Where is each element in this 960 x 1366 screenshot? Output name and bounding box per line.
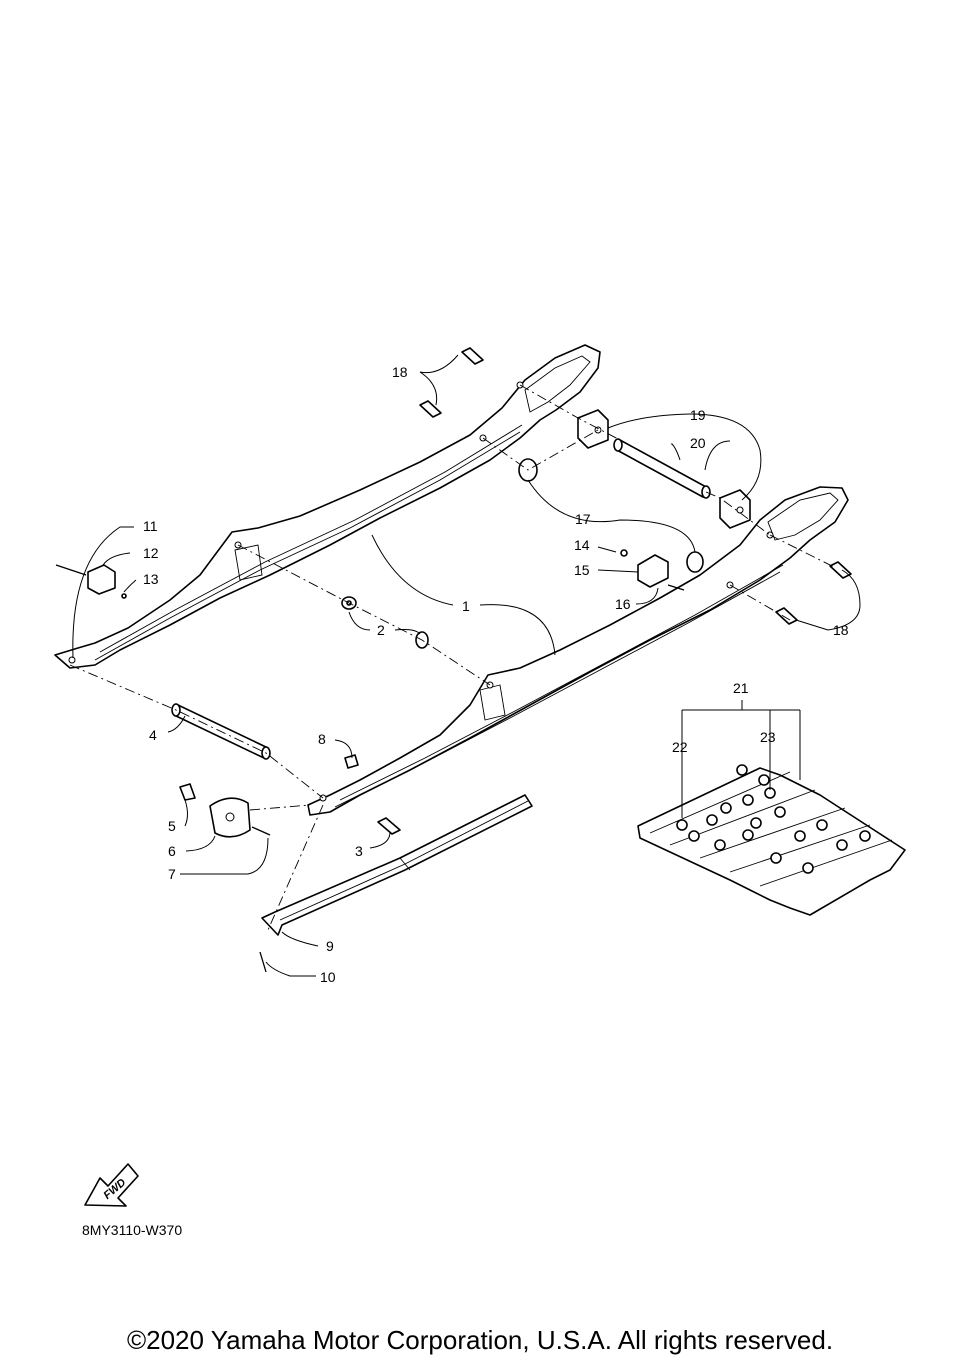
callout-22: 22 <box>672 739 688 755</box>
block-12 <box>87 564 116 595</box>
nut-14 <box>620 549 628 557</box>
callout-18-top: 18 <box>392 364 408 380</box>
bolt-3 <box>377 817 401 835</box>
bolt-18a <box>461 347 484 365</box>
bolt-18d <box>775 607 798 625</box>
callout-14: 14 <box>574 537 590 553</box>
slide-rail <box>261 794 533 936</box>
axle <box>613 438 711 499</box>
rail-far <box>54 344 601 669</box>
bolt-5 <box>179 783 196 801</box>
callout-23: 23 <box>760 729 776 745</box>
screw-7 <box>251 826 271 836</box>
leader-lines <box>72 354 861 977</box>
screw-10 <box>259 951 267 973</box>
block-19a <box>577 409 609 449</box>
diagram-code: 8MY3110-W370 <box>82 1222 183 1238</box>
callout-15: 15 <box>574 562 590 578</box>
callouts: 1 2 3 4 5 6 7 8 9 10 11 12 13 14 15 16 1… <box>143 364 849 985</box>
pin-11 <box>55 564 87 576</box>
callout-20: 20 <box>690 435 706 451</box>
fwd-arrow-icon: FWD <box>84 1163 139 1207</box>
callout-5: 5 <box>168 818 176 834</box>
callout-13: 13 <box>143 571 159 587</box>
callout-19: 19 <box>690 407 706 423</box>
collar-17 <box>686 551 704 573</box>
callout-9: 9 <box>326 938 334 954</box>
callout-3: 3 <box>355 843 363 859</box>
assembly-lines <box>69 384 837 931</box>
callout-2: 2 <box>377 622 385 638</box>
callout-10: 10 <box>320 969 336 985</box>
bumper-6 <box>209 797 251 838</box>
screw-16 <box>667 584 685 591</box>
bolt-18c <box>829 561 852 579</box>
bolt-18b <box>419 400 442 418</box>
callout-8: 8 <box>318 731 326 747</box>
track-panel <box>637 764 906 916</box>
callout-7: 7 <box>168 866 176 882</box>
copyright-notice: ©2020 Yamaha Motor Corporation, U.S.A. A… <box>126 1325 834 1355</box>
pin-13 <box>121 593 127 599</box>
callout-11: 11 <box>143 518 158 534</box>
callout-18-right: 18 <box>833 622 849 638</box>
block-15 <box>637 554 669 588</box>
block-19b <box>719 489 751 529</box>
callout-4: 4 <box>149 727 157 743</box>
callout-1: 1 <box>462 598 470 614</box>
callout-16: 16 <box>615 596 631 612</box>
callout-6: 6 <box>168 843 176 859</box>
callout-21: 21 <box>733 680 749 696</box>
callout-17: 17 <box>575 511 591 527</box>
callout-12: 12 <box>143 545 159 561</box>
